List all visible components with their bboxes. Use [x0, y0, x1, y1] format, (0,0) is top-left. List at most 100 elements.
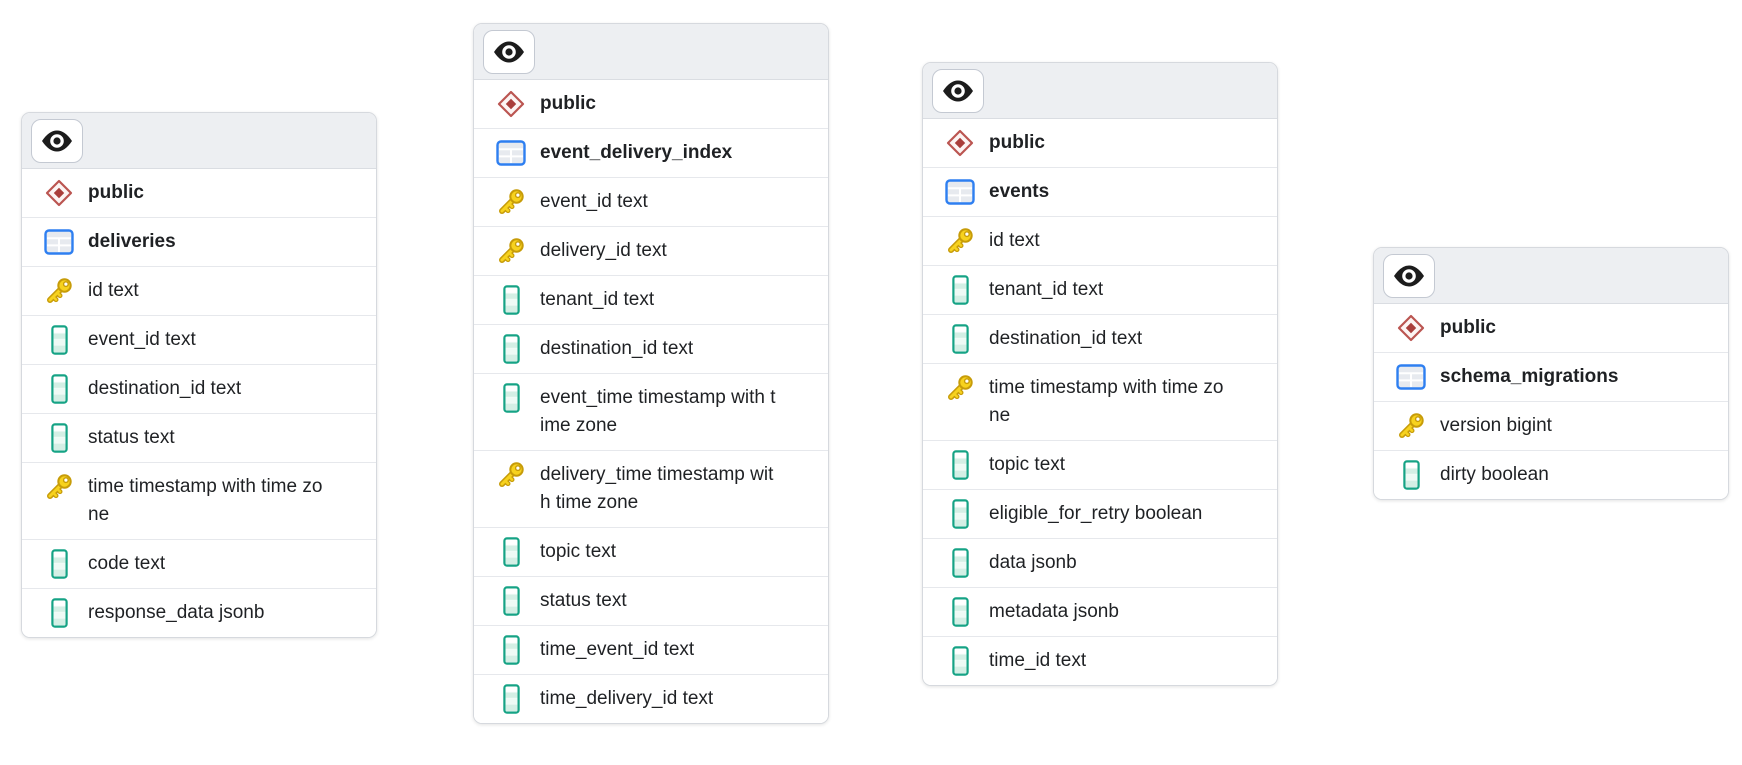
column-row-status[interactable]: status text [22, 414, 376, 463]
column-icon [50, 325, 68, 355]
column-icon [502, 383, 520, 413]
column-label: time timestamp with time zone [88, 476, 323, 525]
column-label: response_data jsonb [88, 602, 265, 623]
visibility-toggle-button[interactable] [483, 29, 535, 74]
column-label: topic text [540, 541, 617, 562]
column-label: time_id text [989, 650, 1087, 671]
column-row-id[interactable]: id text [22, 267, 376, 316]
column-row-delivery_id[interactable]: delivery_id text [474, 227, 828, 276]
table-name-row[interactable]: events [923, 168, 1277, 217]
table-grid-icon [494, 139, 528, 167]
column-row-destination_id[interactable]: destination_id text [22, 365, 376, 414]
column-list: event_id text [474, 178, 828, 723]
column-icon [951, 597, 969, 627]
table-name-row[interactable]: event_delivery_index [474, 129, 828, 178]
schema-name: public [989, 132, 1045, 153]
column-icon [951, 324, 969, 354]
column-row-response_data[interactable]: response_data jsonb [22, 589, 376, 637]
schema-row[interactable]: public [923, 119, 1277, 168]
column-row-event_id[interactable]: event_id text [474, 178, 828, 227]
key-icon [1399, 413, 1424, 438]
table-name-row[interactable]: schema_migrations [1374, 353, 1728, 402]
table-grid-icon [42, 228, 76, 256]
table-card-event_delivery_index: public event_delivery_index [473, 23, 829, 724]
column-row-time[interactable]: time timestamp with time zone [22, 463, 376, 540]
column-label: metadata jsonb [989, 601, 1119, 622]
column-label: code text [88, 553, 166, 574]
visibility-toggle-button[interactable] [932, 68, 984, 113]
column-row-time_id[interactable]: time_id text [923, 637, 1277, 685]
column-row-event_id[interactable]: event_id text [22, 316, 376, 365]
column-row-topic[interactable]: topic text [474, 528, 828, 577]
column-label: version bigint [1440, 415, 1552, 436]
column-row-tenant_id[interactable]: tenant_id text [474, 276, 828, 325]
schema-name: public [1440, 317, 1496, 338]
column-row-destination_id[interactable]: destination_id text [474, 325, 828, 374]
column-row-event_time[interactable]: event_time timestamp with time zone [474, 374, 828, 451]
key-icon [499, 238, 524, 263]
column-label: event_id text [540, 191, 648, 212]
column-row-code[interactable]: code text [22, 540, 376, 589]
column-icon [502, 635, 520, 665]
column-row-delivery_time[interactable]: delivery_time timestamp with time zone [474, 451, 828, 528]
schema-row[interactable]: public [1374, 304, 1728, 353]
schema-name: public [88, 182, 144, 203]
column-icon [951, 450, 969, 480]
column-icon [951, 499, 969, 529]
column-icon [951, 646, 969, 676]
column-list: version bigint [1374, 402, 1728, 499]
column-row-topic[interactable]: topic text [923, 441, 1277, 490]
column-row-id[interactable]: id text [923, 217, 1277, 266]
table-grid-icon [943, 178, 977, 206]
column-label: tenant_id text [540, 289, 655, 310]
table-name: deliveries [88, 231, 176, 252]
key-icon [47, 278, 72, 303]
table-card-header [923, 63, 1277, 119]
column-list: id text event [22, 267, 376, 637]
column-label: destination_id text [540, 338, 694, 359]
visibility-toggle-button[interactable] [1383, 253, 1435, 298]
column-label: time_event_id text [540, 639, 695, 660]
column-icon [502, 285, 520, 315]
column-label: id text [88, 280, 139, 301]
column-label: delivery_id text [540, 240, 667, 261]
column-icon [50, 598, 68, 628]
key-icon [47, 474, 72, 499]
column-row-time_event_id[interactable]: time_event_id text [474, 626, 828, 675]
column-row-eligible_for_retry[interactable]: eligible_for_retry boolean [923, 490, 1277, 539]
column-icon [50, 374, 68, 404]
column-icon [951, 275, 969, 305]
eye-icon [42, 130, 72, 151]
column-label: event_id text [88, 329, 196, 350]
column-row-destination_id[interactable]: destination_id text [923, 315, 1277, 364]
column-label: destination_id text [989, 328, 1143, 349]
eye-icon [1394, 265, 1424, 286]
column-row-metadata[interactable]: metadata jsonb [923, 588, 1277, 637]
column-icon [502, 334, 520, 364]
visibility-toggle-button[interactable] [31, 118, 83, 163]
key-icon [948, 375, 973, 400]
column-label: delivery_time timestamp with time zone [540, 464, 774, 513]
column-row-status[interactable]: status text [474, 577, 828, 626]
column-row-data[interactable]: data jsonb [923, 539, 1277, 588]
column-row-dirty[interactable]: dirty boolean [1374, 451, 1728, 499]
column-icon [502, 537, 520, 567]
column-icon [951, 548, 969, 578]
schema-name: public [540, 93, 596, 114]
schema-row[interactable]: public [474, 80, 828, 129]
table-name-row[interactable]: deliveries [22, 218, 376, 267]
column-list: id text tenan [923, 217, 1277, 685]
table-name: schema_migrations [1440, 366, 1619, 387]
column-row-tenant_id[interactable]: tenant_id text [923, 266, 1277, 315]
schema-diamond-icon [943, 129, 977, 157]
column-row-time[interactable]: time timestamp with time zone [923, 364, 1277, 441]
column-icon [50, 549, 68, 579]
column-icon [502, 586, 520, 616]
column-icon [1402, 460, 1420, 490]
column-row-version[interactable]: version bigint [1374, 402, 1728, 451]
column-row-time_delivery_id[interactable]: time_delivery_id text [474, 675, 828, 723]
table-card-header [1374, 248, 1728, 304]
schema-row[interactable]: public [22, 169, 376, 218]
column-label: time_delivery_id text [540, 688, 714, 709]
schema-diamond-icon [42, 179, 76, 207]
